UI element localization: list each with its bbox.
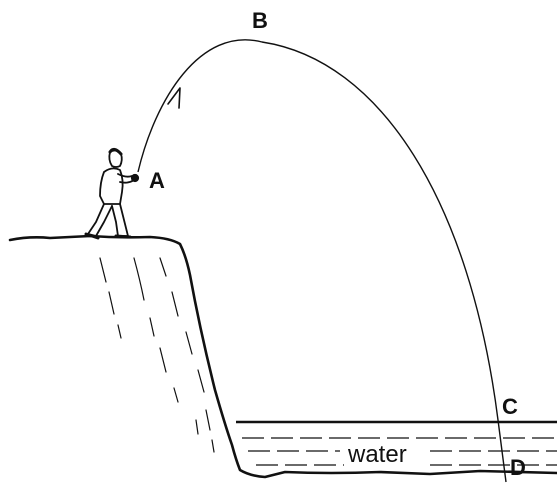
trajectory <box>137 39 507 483</box>
water-label: water <box>347 441 407 468</box>
cliff-top-edge <box>8 234 557 479</box>
label-point-d: D <box>510 455 526 480</box>
direction-arrow-icon <box>167 87 181 109</box>
label-point-c: C <box>502 394 518 419</box>
label-point-a: A <box>149 168 165 193</box>
trajectory-curve <box>137 39 507 483</box>
label-point-b: B <box>252 8 268 33</box>
cliff <box>8 234 557 479</box>
person-throwing-stone-icon <box>84 147 140 240</box>
cliff-strata <box>99 257 215 453</box>
water-label-bg <box>344 440 424 466</box>
